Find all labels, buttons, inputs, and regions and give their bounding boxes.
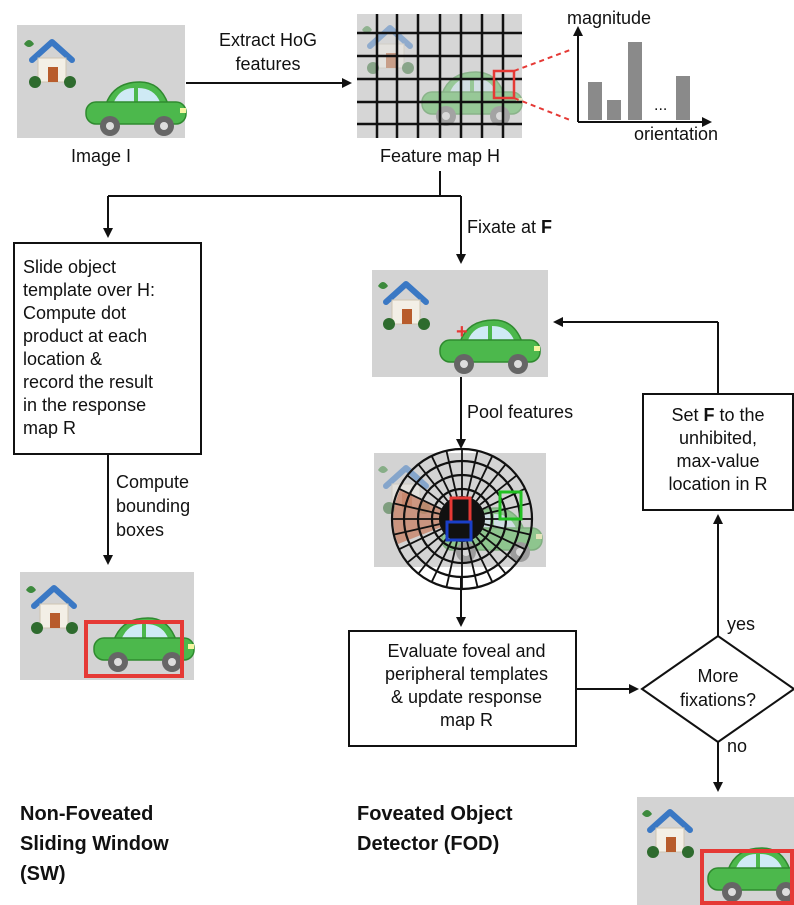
fixation-image: + xyxy=(372,270,548,377)
sw-box-line: location & xyxy=(23,349,103,369)
histogram-bar xyxy=(628,42,642,120)
pooling-spoke xyxy=(430,539,453,583)
pooling-spoke xyxy=(482,528,526,551)
peripheral-template-box-green xyxy=(498,490,523,521)
sw-process-text: Slide object template over H: Compute do… xyxy=(23,256,201,440)
pooling-spoke xyxy=(475,463,507,502)
orientation-histogram xyxy=(573,26,712,127)
peripheral-template-box-blue xyxy=(445,520,473,542)
sw-step-label-3: boxes xyxy=(116,520,164,540)
sw-title-line2: Sliding Window xyxy=(20,833,169,855)
sw-box-line: template over H: xyxy=(23,280,156,300)
decision-line-1: More xyxy=(697,666,738,686)
decision-diamond xyxy=(640,634,794,744)
pooling-spoke xyxy=(398,487,442,510)
set-line: max-value xyxy=(676,451,760,471)
pooling-spoke xyxy=(479,532,518,564)
hog-cell-highlight xyxy=(492,69,516,100)
sw-step-label-1: Compute xyxy=(116,472,189,492)
pooling-spoke xyxy=(479,474,518,506)
pooling-spoke xyxy=(471,539,494,583)
extract-label-line2: features xyxy=(235,54,300,74)
set-fixation-text: Set F to the unhibited, max-value locati… xyxy=(645,404,791,496)
pooling-spoke xyxy=(406,532,445,564)
pooling-spoke xyxy=(475,536,507,575)
extract-label-line1: Extract HoG xyxy=(219,30,317,50)
pooling-spoke xyxy=(484,502,531,515)
foveated-pooling-image xyxy=(374,447,546,591)
pooling-spoke xyxy=(471,455,494,499)
evaluate-line: & update response xyxy=(390,687,543,707)
pooling-spoke xyxy=(417,536,449,575)
histogram-x-label: orientation xyxy=(634,124,718,144)
histogram-bar xyxy=(588,82,602,120)
histogram-bar xyxy=(676,76,690,120)
evaluate-box xyxy=(348,630,577,747)
sw-box-line: map R xyxy=(23,418,77,438)
evaluate-line: peripheral templates xyxy=(384,664,549,684)
evaluate-line: map R xyxy=(439,710,493,730)
decision-line-2: fixations? xyxy=(680,690,756,710)
fod-result-image xyxy=(637,797,794,905)
set-line: location in R xyxy=(668,474,768,494)
pooling-spoke xyxy=(393,523,440,536)
sw-title-line3: (SW) xyxy=(20,863,66,885)
fod-detection-box xyxy=(700,849,794,905)
pooling-spoke xyxy=(417,463,449,502)
no-label: no xyxy=(727,736,747,756)
fod-title-line1: Foveated Object xyxy=(357,803,513,825)
evaluate-text: Evaluate foveal and peripheral templates… xyxy=(359,640,574,732)
sw-box-line: Compute dot xyxy=(23,303,127,323)
pooling-spoke xyxy=(406,474,445,506)
pooling-spoke xyxy=(484,523,531,536)
set-line-1: Set F to the xyxy=(671,405,765,425)
pooling-spoke xyxy=(445,450,458,497)
histogram-bar xyxy=(607,100,621,120)
feature-map-image xyxy=(357,14,571,138)
evaluate-line: Evaluate foveal and xyxy=(387,641,546,661)
pool-label: Pool features xyxy=(467,402,573,422)
pooling-spoke xyxy=(430,455,453,499)
feature-map-caption: Feature map H xyxy=(380,146,500,166)
fixate-label: Fixate at F xyxy=(467,217,552,237)
sw-title-line1: Non-Foveated xyxy=(20,803,153,825)
set-fixation-box xyxy=(642,393,794,511)
sw-box-line: in the response xyxy=(23,395,147,415)
fixation-marker: + xyxy=(456,321,468,343)
histogram-y-label: magnitude xyxy=(567,8,651,28)
sw-result-image xyxy=(20,572,195,680)
sw-detection-box xyxy=(84,620,184,678)
pooling-spoke xyxy=(398,528,442,551)
sw-box-line: Slide object xyxy=(23,257,117,277)
input-caption: Image I xyxy=(71,146,131,166)
pooling-spoke xyxy=(466,541,479,588)
sw-box-line: record the result xyxy=(23,372,154,392)
pooling-spoke xyxy=(445,541,458,588)
sw-step-label-2: bounding xyxy=(116,496,190,516)
histogram-ellipsis: ... xyxy=(654,97,667,114)
fod-title-line2: Detector (FOD) xyxy=(357,833,499,855)
sw-box-line: product at each xyxy=(23,326,148,346)
input-image xyxy=(17,25,187,138)
pooling-spoke xyxy=(466,450,479,497)
pooling-spoke xyxy=(393,502,440,515)
yes-label: yes xyxy=(727,614,755,634)
set-line: unhibited, xyxy=(678,428,758,448)
